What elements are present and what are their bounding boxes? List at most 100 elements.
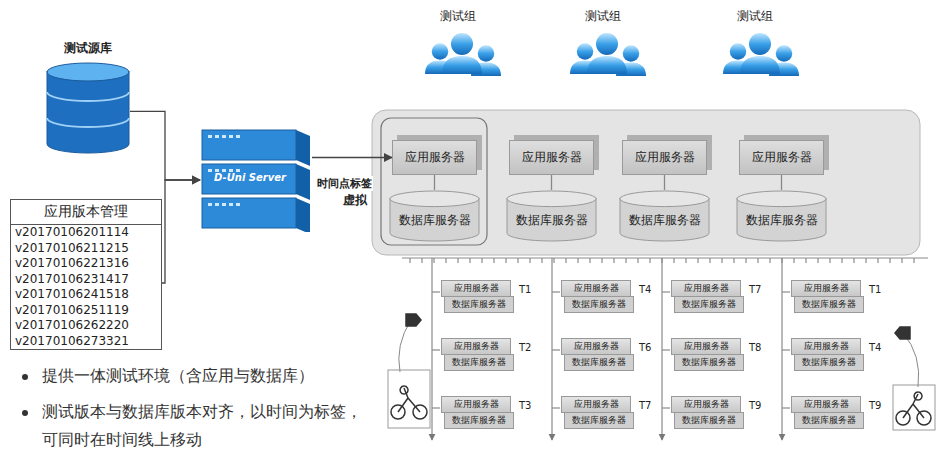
server-led xyxy=(215,169,219,172)
tick xyxy=(865,258,866,263)
branch xyxy=(432,349,440,350)
time-label: T8 xyxy=(749,342,761,353)
mini-db-box: 数据库服务器 xyxy=(444,354,514,371)
server-led xyxy=(208,135,212,138)
server-name: D-Uni Server xyxy=(214,172,286,183)
bullet-dot xyxy=(22,374,28,380)
db-server-cylinder: 数据库服务器 xyxy=(619,190,710,242)
mini-db-box: 数据库服务器 xyxy=(674,296,744,313)
branch xyxy=(552,291,560,292)
server-side xyxy=(296,198,310,232)
bike-icon xyxy=(893,327,935,430)
tick xyxy=(793,258,794,263)
time-label: T7 xyxy=(749,284,761,295)
label: 应用服务器 xyxy=(562,397,630,412)
tick xyxy=(445,258,446,263)
time-arrow xyxy=(661,258,662,440)
tick xyxy=(673,258,674,263)
label: 数据库服务器 xyxy=(675,413,743,428)
server-led xyxy=(208,169,212,172)
database-icon: 测试源库 xyxy=(42,40,134,155)
cylinder-top xyxy=(620,191,709,207)
server-stack: 数据库服务器应用服务器T1 xyxy=(441,280,537,314)
mini-db-box: 数据库服务器 xyxy=(674,354,744,371)
server-side xyxy=(296,130,310,166)
tick xyxy=(745,258,746,263)
branch xyxy=(662,349,670,350)
label: 应用服务器 xyxy=(792,281,860,296)
branch xyxy=(782,291,790,292)
tick xyxy=(721,258,722,263)
label: 数据库服务器 xyxy=(795,297,863,312)
label: 应用服务器 xyxy=(672,281,740,296)
virtual-label: 虚拟 xyxy=(343,192,367,209)
people-icon xyxy=(425,33,501,76)
server-stack: 数据库服务器应用服务器T7 xyxy=(561,396,657,430)
connector xyxy=(664,175,665,190)
db-server-cylinder: 数据库服务器 xyxy=(389,190,480,242)
tick xyxy=(853,258,854,263)
server-led xyxy=(229,203,233,206)
label: 应用服务器 xyxy=(635,149,695,166)
time-label: T2 xyxy=(519,342,531,353)
time-arrow xyxy=(431,258,432,440)
mini-app-box: 应用服务器 xyxy=(791,280,861,297)
time-label: T1 xyxy=(869,284,881,295)
server-led xyxy=(222,135,226,138)
bike-icon xyxy=(388,314,430,428)
mini-app-box: 应用服务器 xyxy=(671,396,741,413)
mini-db-box: 数据库服务器 xyxy=(564,296,634,313)
mini-app-box: 应用服务器 xyxy=(561,280,631,297)
mini-db-box: 数据库服务器 xyxy=(564,354,634,371)
connector xyxy=(781,175,782,190)
server-led xyxy=(229,169,233,172)
label: 应用服务器 xyxy=(752,149,812,166)
time-label: T6 xyxy=(639,342,651,353)
version-item: v20170106241518 xyxy=(11,287,161,303)
server-led xyxy=(236,135,240,138)
version-item: v20170106221316 xyxy=(11,256,161,272)
edge-label: 时间点标签 xyxy=(316,176,373,191)
branch xyxy=(662,407,670,408)
tick xyxy=(457,258,458,263)
tick xyxy=(409,258,410,263)
timeline xyxy=(402,258,928,440)
label: 应用服务器 xyxy=(442,281,510,296)
cylinder-top xyxy=(390,191,479,207)
label: 数据库服务器 xyxy=(795,413,863,428)
version-item: v20170106273321 xyxy=(11,334,161,350)
group-label: 测试组 xyxy=(440,8,476,25)
cylinder-top xyxy=(507,191,596,207)
tick xyxy=(577,258,578,263)
bullet-text: 测试版本与数据库版本对齐，以时间为标签，可同时在时间线上移动 xyxy=(42,398,372,451)
branch xyxy=(662,291,670,292)
mini-app-box: 应用服务器 xyxy=(441,338,511,355)
time-label: T9 xyxy=(749,400,761,411)
time-label: T9 xyxy=(869,400,881,411)
group-label: 测试组 xyxy=(585,8,621,25)
tick xyxy=(505,258,506,263)
cylinder-band xyxy=(47,118,129,127)
time-label: T7 xyxy=(639,400,651,411)
label: 数据库服务器 xyxy=(445,413,513,428)
tick xyxy=(733,258,734,263)
tick xyxy=(817,258,818,263)
tick xyxy=(697,258,698,263)
mini-db-box: 数据库服务器 xyxy=(444,412,514,429)
version-item: v20170106262220 xyxy=(11,318,161,334)
tick xyxy=(769,258,770,263)
tick xyxy=(541,258,542,263)
server-stack: 数据库服务器应用服务器T4 xyxy=(791,338,887,372)
label: 数据库服务器 xyxy=(619,212,710,229)
label: 应用服务器 xyxy=(672,397,740,412)
time-arrow xyxy=(781,258,782,440)
label: 数据库服务器 xyxy=(445,355,513,370)
branch xyxy=(432,407,440,408)
mini-app-box: 应用服务器 xyxy=(791,396,861,413)
time-label: T3 xyxy=(519,400,531,411)
cylinder-top xyxy=(47,63,129,81)
group-outline xyxy=(381,118,487,245)
time-label: T1 xyxy=(519,284,531,295)
version-table: 应用版本管理v20170106201114v20170106211215v201… xyxy=(10,199,162,350)
mini-db-box: 数据库服务器 xyxy=(794,354,864,371)
